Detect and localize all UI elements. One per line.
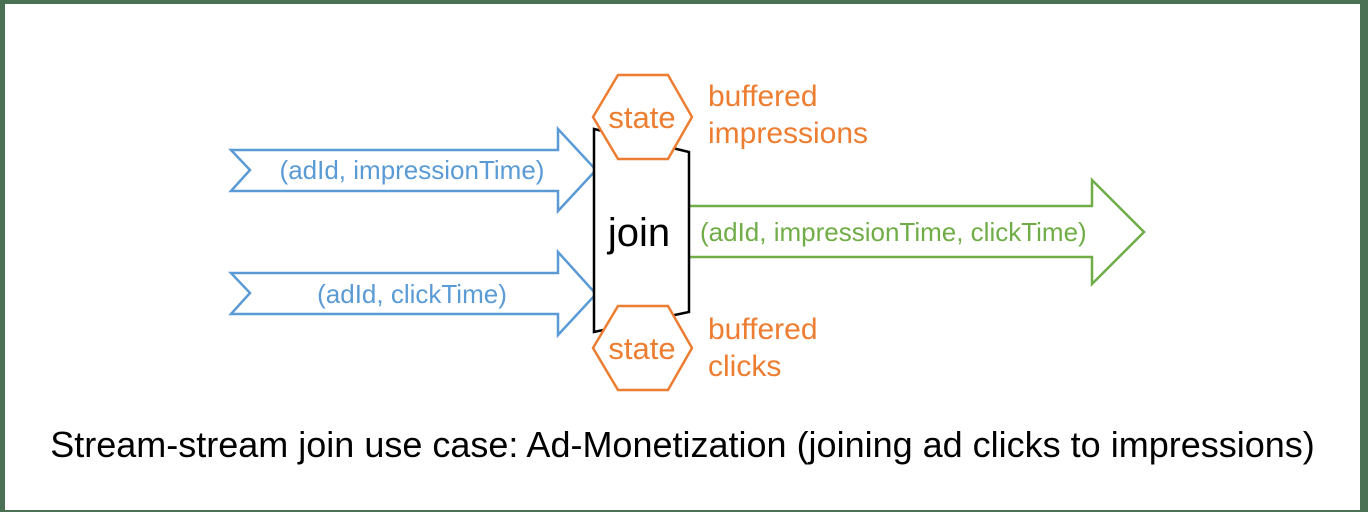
buffered-impressions-label-line2: impressions xyxy=(708,117,868,150)
state-label-clicks: state xyxy=(608,331,675,366)
input-arrow-impressions-label: (adId, impressionTime) xyxy=(280,155,545,185)
state-label-impressions: state xyxy=(608,100,675,135)
stream-join-diagram: (adId, impressionTime) (adId, clickTime)… xyxy=(228,73,1146,392)
buffered-clicks-label-line2: clicks xyxy=(708,350,781,383)
buffered-clicks-label-line1: buffered xyxy=(708,313,818,346)
state-hexagon-clicks xyxy=(591,304,694,392)
output-arrow xyxy=(689,176,1146,288)
join-label: join xyxy=(607,211,670,255)
input-arrow-clicks-label: (adId, clickTime) xyxy=(317,279,507,309)
caption: Stream-stream join use case: Ad-Monetiza… xyxy=(50,424,1315,465)
input-arrow-impressions xyxy=(228,125,598,215)
buffered-impressions-label-line1: buffered xyxy=(708,80,818,113)
state-hexagon-impressions xyxy=(591,73,694,161)
input-arrow-clicks xyxy=(228,248,598,339)
output-arrow-label: (adId, impressionTime, clickTime) xyxy=(700,217,1087,247)
